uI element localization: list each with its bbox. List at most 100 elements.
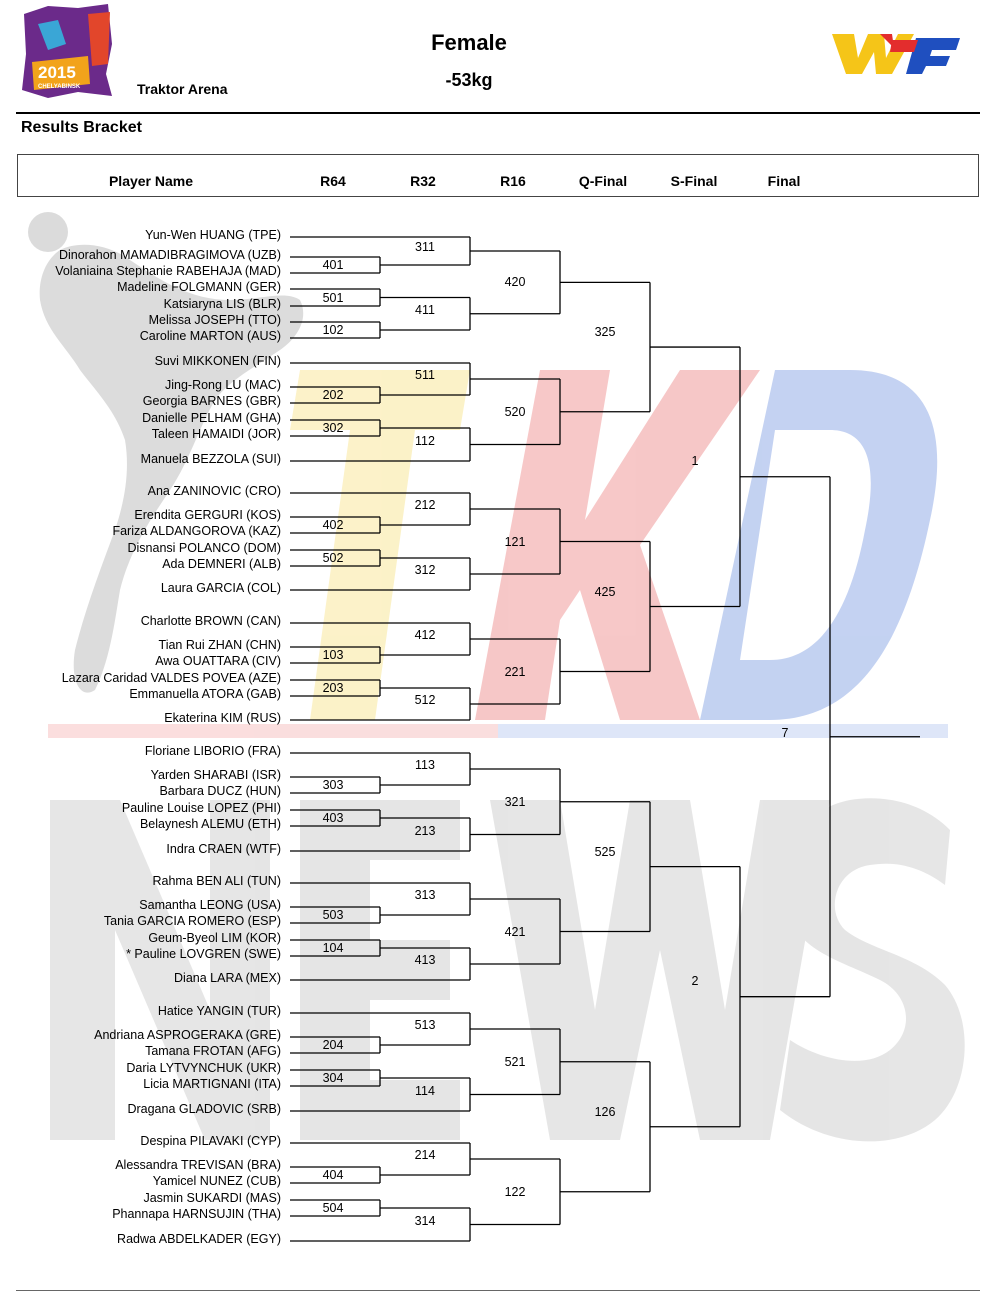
- match-number-r64: 104: [322, 941, 344, 955]
- player-name: Rahma BEN ALI (TUN): [152, 874, 281, 888]
- player-name: Yun-Wen HUANG (TPE): [145, 228, 281, 242]
- match-number-r64: 503: [322, 908, 344, 922]
- match-number-r16: 122: [504, 1184, 526, 1199]
- player-name: Despina PILAVAKI (CYP): [140, 1134, 281, 1148]
- match-number-r64: 401: [322, 258, 344, 272]
- match-number-r64: 202: [322, 388, 344, 402]
- player-name: * Pauline LOVGREN (SWE): [126, 947, 281, 961]
- match-number-r64: 103: [322, 648, 344, 662]
- player-name: Alessandra TREVISAN (BRA): [115, 1158, 281, 1172]
- player-name: Madeline FOLGMANN (GER): [117, 280, 281, 294]
- player-name: Radwa ABDELKADER (EGY): [117, 1232, 281, 1246]
- player-name: Caroline MARTON (AUS): [139, 329, 281, 343]
- match-number-r32: 314: [414, 1213, 436, 1228]
- match-number-r32: 212: [414, 498, 436, 512]
- player-name: Awa OUATTARA (CIV): [155, 654, 281, 668]
- player-name: Ana ZANINOVIC (CRO): [147, 484, 281, 498]
- match-number-r32: 512: [414, 693, 436, 707]
- footer-divider: [16, 1290, 980, 1291]
- weight-class-title: -53kg: [445, 70, 493, 90]
- match-number-r32: 511: [415, 368, 435, 382]
- match-number-sf: 2: [691, 973, 699, 988]
- wtf-logo: [832, 34, 960, 74]
- match-number-r32: 312: [414, 563, 436, 577]
- match-number-r64: 302: [322, 421, 344, 435]
- column-header-player-name: Player Name: [108, 173, 194, 189]
- player-name: Barbara DUCZ (HUN): [159, 784, 281, 798]
- match-number-r16: 321: [504, 794, 526, 809]
- venue-label: Traktor Arena: [137, 81, 228, 97]
- match-number-r64: 204: [322, 1038, 344, 1052]
- svg-text:2015: 2015: [38, 63, 76, 82]
- match-number-r64: 203: [322, 681, 344, 695]
- match-number-r16: 121: [504, 534, 526, 549]
- player-name: Melissa JOSEPH (TTO): [148, 313, 281, 327]
- gender-title: Female: [431, 30, 507, 55]
- match-number-r64: 502: [322, 551, 344, 565]
- match-number-r32: 413: [414, 953, 436, 967]
- match-number-r32: 311: [415, 240, 435, 254]
- column-header-quarter-final: Q-Final: [578, 173, 628, 189]
- player-name: Daria LYTVYNCHUK (UKR): [126, 1061, 281, 1075]
- player-name: Danielle PELHAM (GHA): [142, 411, 281, 425]
- player-name: Tamana FROTAN (AFG): [145, 1044, 281, 1058]
- svg-text:CHELYABINSK: CHELYABINSK: [38, 84, 81, 90]
- column-header-r16: R16: [500, 173, 526, 189]
- player-name: Fariza ALDANGOROVA (KAZ): [112, 524, 281, 538]
- player-name: Charlotte BROWN (CAN): [140, 614, 281, 628]
- player-name: Indra CRAEN (WTF): [166, 842, 281, 856]
- player-name: Diana LARA (MEX): [174, 971, 281, 985]
- player-name: Dragana GLADOVIC (SRB): [127, 1102, 281, 1116]
- player-name: Floriane LIBORIO (FRA): [144, 744, 281, 758]
- match-number-r16: 221: [504, 664, 526, 679]
- player-name: Tian Rui ZHAN (CHN): [158, 638, 281, 652]
- championship-2015-logo: 2015 CHELYABINSK: [22, 4, 112, 98]
- player-name: Licia MARTIGNANI (ITA): [143, 1077, 281, 1091]
- match-number-final: 7: [781, 725, 789, 740]
- player-name: Manuela BEZZOLA (SUI): [140, 452, 281, 466]
- player-name: Pauline Louise LOPEZ (PHI): [121, 801, 281, 815]
- player-name: Dinorahon MAMADIBRAGIMOVA (UZB): [58, 248, 281, 262]
- match-number-r32: 412: [414, 628, 436, 642]
- match-number-r32: 113: [415, 758, 435, 772]
- column-header-r32: R32: [410, 173, 436, 189]
- match-number-r32: 411: [415, 302, 435, 317]
- player-name: Tania GARCIA ROMERO (ESP): [103, 914, 281, 928]
- column-header-box: [17, 154, 979, 197]
- match-number-qf: 325: [594, 325, 616, 340]
- match-number-r64: 304: [322, 1071, 344, 1085]
- player-name: Laura GARCIA (COL): [160, 581, 281, 595]
- match-number-r64: 403: [322, 811, 344, 825]
- match-number-r64: 102: [322, 323, 344, 337]
- player-name: Yarden SHARABI (ISR): [150, 768, 281, 782]
- match-number-qf: 126: [594, 1104, 616, 1119]
- player-name: Geum-Byeol LIM (KOR): [148, 931, 281, 945]
- column-header-r64: R64: [320, 173, 346, 189]
- match-number-qf: 525: [594, 844, 616, 859]
- match-number-r32: 313: [414, 888, 436, 902]
- match-number-r64: 504: [322, 1201, 344, 1215]
- match-number-r32: 213: [414, 823, 436, 838]
- player-name: Lazara Caridad VALDES POVEA (AZE): [61, 671, 281, 685]
- column-header-semi-final: S-Final: [670, 173, 718, 189]
- player-name: Phannapa HARNSUJIN (THA): [112, 1207, 281, 1221]
- match-number-r32: 214: [414, 1148, 436, 1162]
- match-number-r16: 421: [504, 924, 526, 939]
- match-number-r32: 114: [415, 1083, 435, 1098]
- player-name: Yamicel NUNEZ (CUB): [152, 1174, 281, 1188]
- player-name: Taleen HAMAIDI (JOR): [151, 427, 281, 441]
- player-name: Andriana ASPROGERAKA (GRE): [94, 1028, 281, 1042]
- player-name: Samantha LEONG (USA): [139, 898, 281, 912]
- match-number-r64: 501: [322, 290, 344, 305]
- match-number-r16: 420: [504, 275, 526, 290]
- match-number-r64: 303: [322, 778, 344, 792]
- player-name: Jasmin SUKARDI (MAS): [143, 1191, 281, 1205]
- player-name: Katsiaryna LIS (BLR): [163, 297, 281, 311]
- match-number-qf: 425: [594, 584, 616, 599]
- player-name: Disnansi POLANCO (DOM): [127, 541, 282, 555]
- player-name: Georgia BARNES (GBR): [142, 394, 281, 408]
- match-number-r32: 513: [414, 1018, 436, 1032]
- match-number-r64: 402: [322, 518, 344, 532]
- section-title: Results Bracket: [21, 119, 142, 136]
